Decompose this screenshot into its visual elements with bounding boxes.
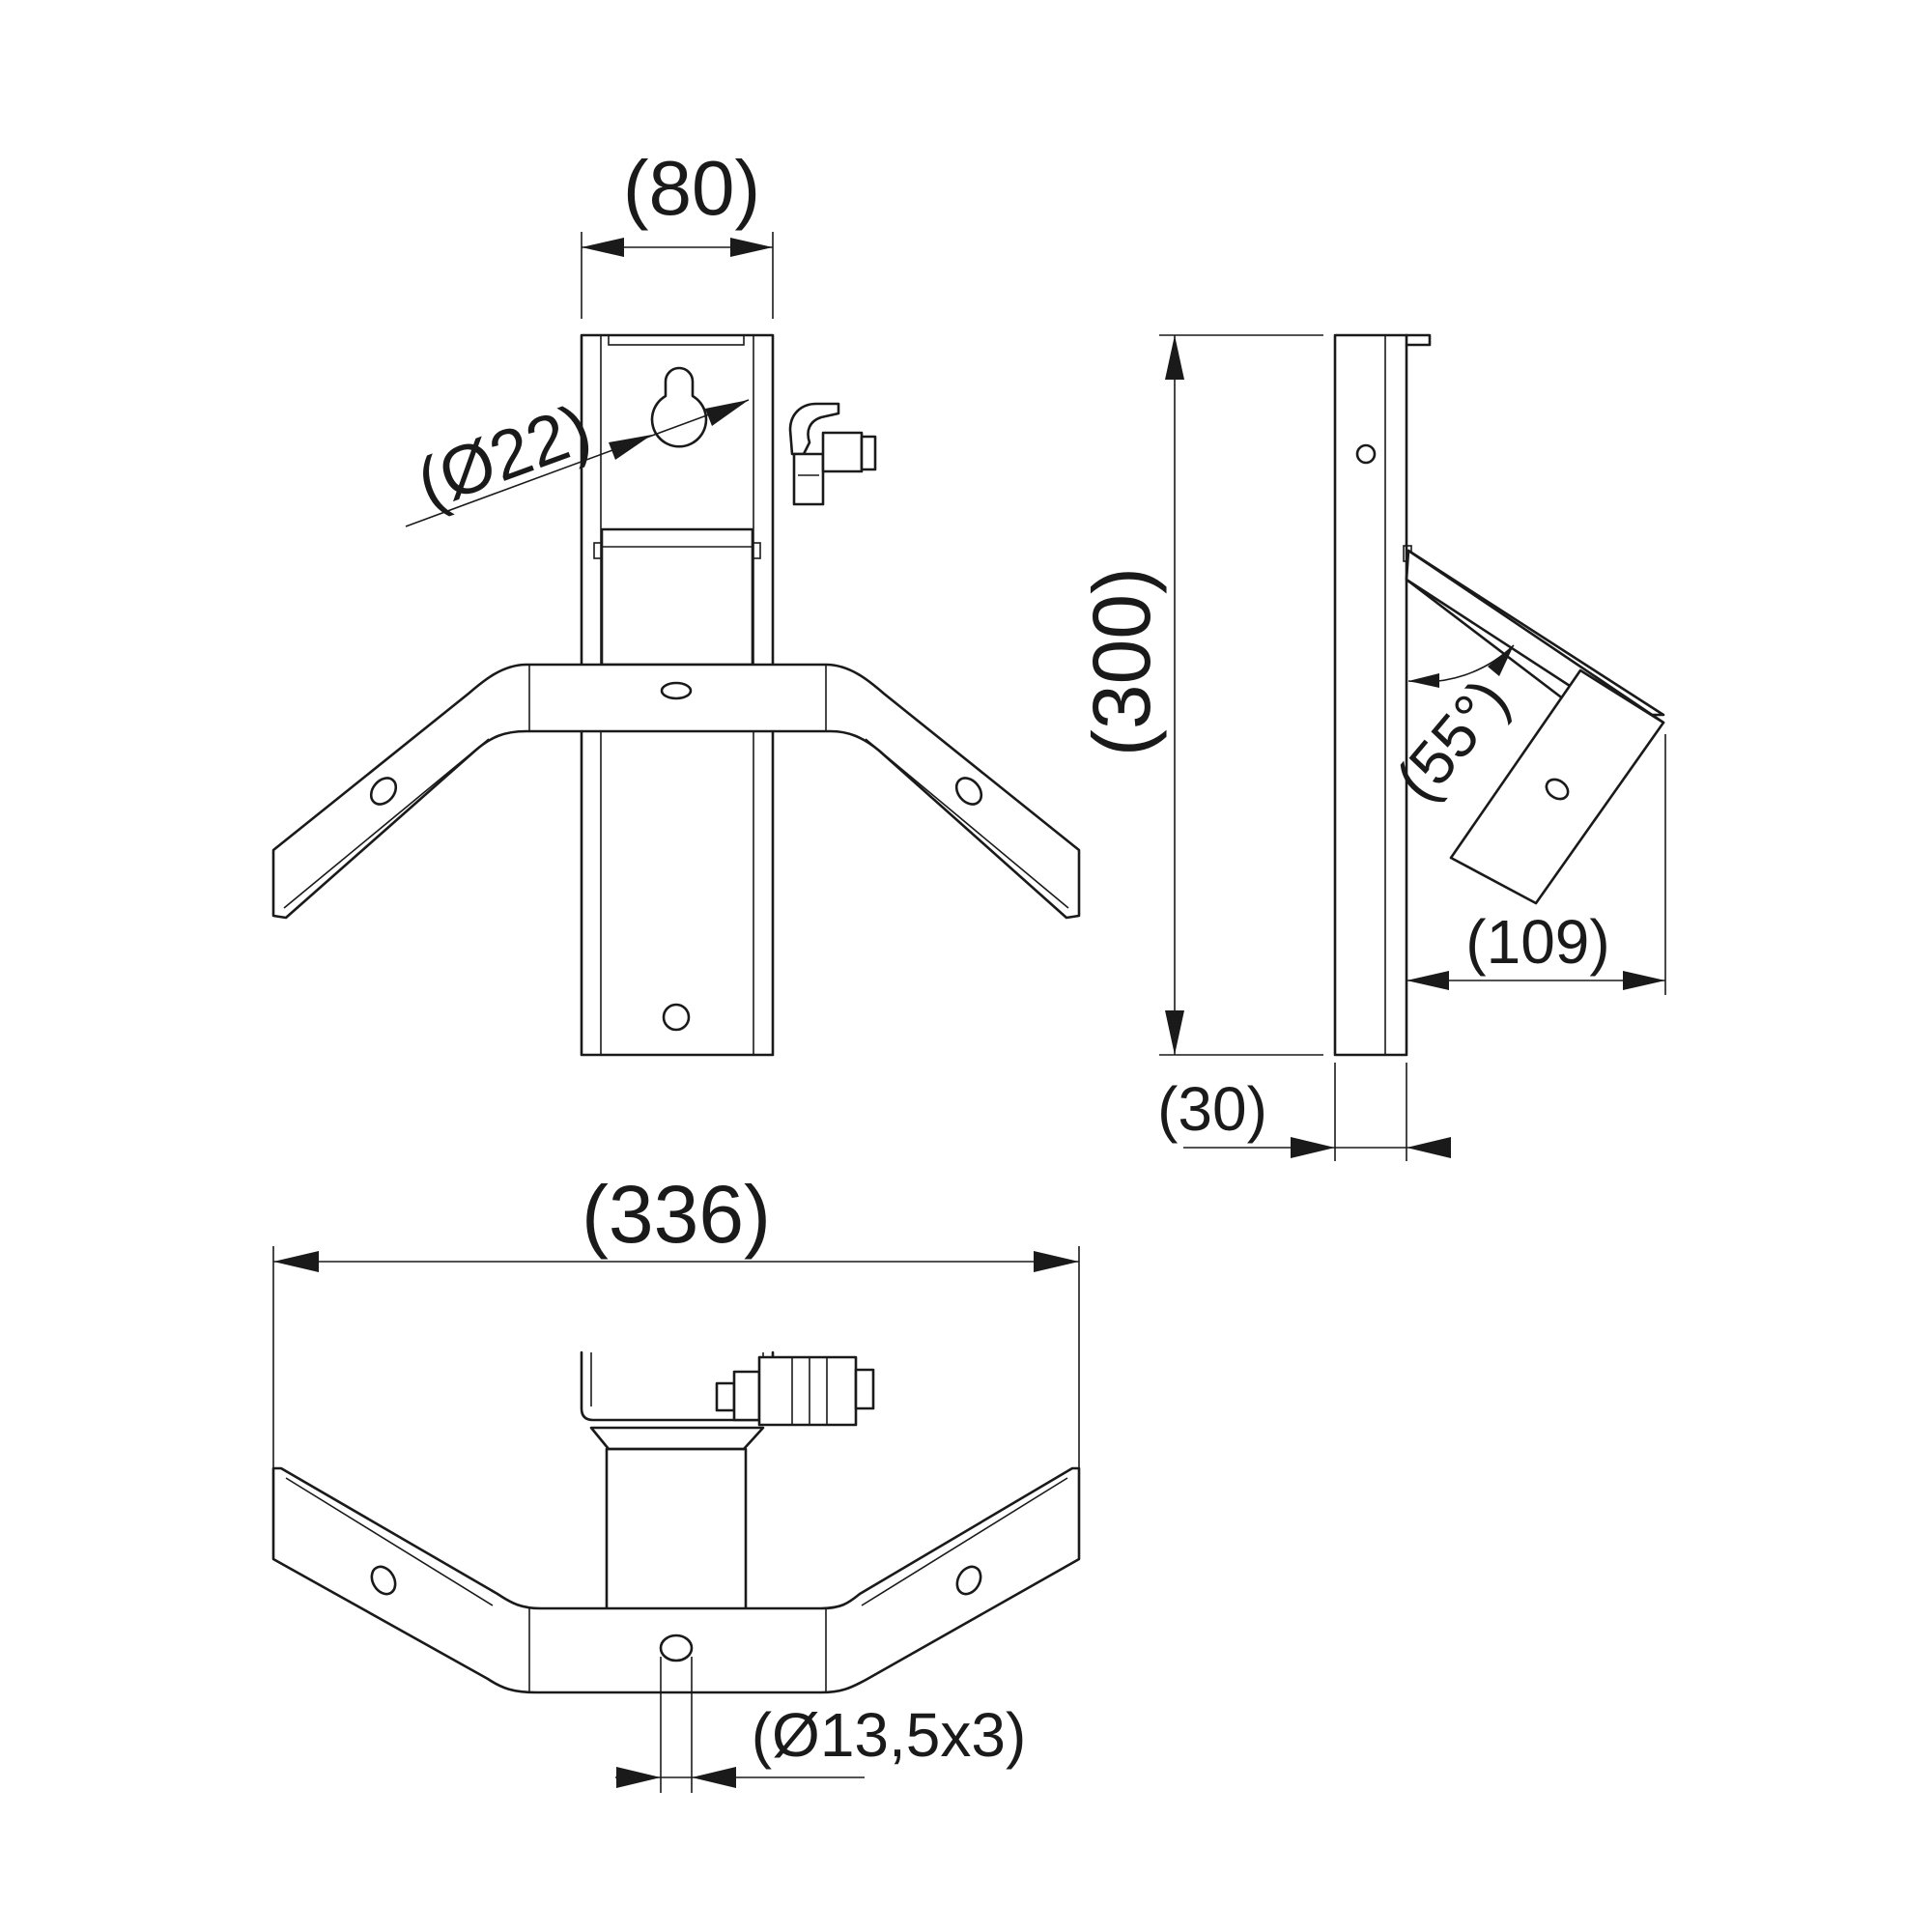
clamp-body [792,452,825,506]
dim-overall-width: (336) [272,1169,1080,1468]
side-view [1333,333,1665,1057]
clamp-jaw [788,402,840,456]
front-top-lip [608,334,745,346]
dim-projection-label: (109) [1465,907,1609,977]
dim-mount-holes-label: (Ø13,5x3) [752,1700,1027,1770]
front-center-hole [660,681,693,700]
top-clamp [715,1355,875,1427]
top-channel-body [605,1447,748,1613]
top-right-hole [955,1565,982,1596]
keyhole-slot [650,366,708,448]
front-view [271,333,1081,1057]
top-channel-flare [589,1426,765,1451]
front-clamp [788,402,877,506]
top-clamp-head [854,1368,875,1410]
front-arm-edge-right [865,738,1069,909]
dim-height: (300) [1076,334,1323,1056]
top-arm-edge-right [861,1477,1068,1606]
front-arm-edge-left [283,738,490,909]
dim-projection: (109) [1406,734,1666,995]
front-left-hole [369,777,398,806]
side-arm-plate [1449,668,1665,905]
top-left-hole [370,1565,397,1596]
clamp-nut [821,431,864,473]
top-clamp-body [757,1355,858,1427]
front-bottom-hole [662,1003,691,1032]
top-center-hole [659,1634,694,1662]
clamp-bolt-head [860,435,877,471]
side-top-lip [1405,333,1432,347]
dim-thickness-label: (30) [1157,1074,1267,1144]
dim-width-top: (80) [581,145,774,319]
front-slide-plate [600,527,754,667]
top-clamp-stud [715,1381,736,1412]
dim-hole-diameter: (Ø22) [405,389,750,527]
dim-width-top-label: (80) [623,145,760,231]
front-bracket-arms [271,663,1081,920]
dim-hole-diameter-label: (Ø22) [408,389,601,523]
top-arm-edge-left [285,1477,494,1606]
top-clamp-nut [732,1370,761,1422]
front-slide-tab-left [593,542,603,559]
top-view [271,1350,1081,1694]
front-slide-tab-right [752,542,761,559]
dim-mount-holes: (Ø13,5x3) [615,1657,1026,1793]
front-right-hole [954,777,983,806]
side-hole [1355,443,1377,465]
side-channel-outline [1333,333,1408,1057]
dim-height-label: (300) [1076,567,1167,756]
side-arm-hole [1545,778,1570,801]
dim-thickness: (30) [1157,1063,1451,1161]
dim-overall-width-label: (336) [582,1169,771,1260]
